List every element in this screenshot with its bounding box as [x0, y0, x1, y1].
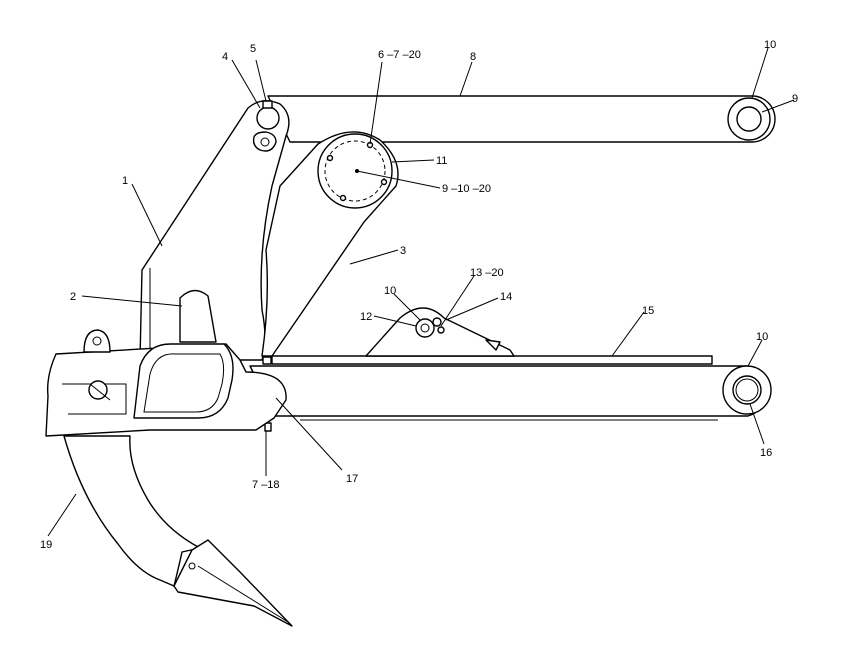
leader-1 — [131, 183, 163, 247]
beam-top-plate-15 — [271, 355, 713, 365]
disc-bolt — [380, 178, 388, 186]
leader-9-10-20 — [356, 170, 441, 189]
tip-edge — [197, 565, 289, 623]
callout-10-lower: 10 — [756, 331, 768, 343]
leader-5 — [255, 59, 267, 102]
shank-top-2 — [179, 289, 217, 343]
grease-fitting-18 — [264, 422, 272, 432]
leader-13-20 — [440, 275, 475, 327]
lock-5 — [262, 100, 273, 109]
callout-16: 16 — [760, 447, 772, 459]
callout-3: 3 — [400, 245, 406, 257]
shank-pocket-outer — [133, 343, 234, 419]
callout-15: 15 — [642, 305, 654, 317]
pin-16-inner — [735, 378, 759, 402]
bolt-13 — [437, 326, 445, 334]
shank-pin-arm — [89, 383, 111, 401]
leader-17 — [275, 397, 343, 471]
callout-6-7-20: 6 –7 –20 — [378, 49, 421, 61]
leader-3 — [349, 249, 399, 265]
pin-keeper — [252, 131, 277, 152]
callout-10-top: 10 — [764, 39, 776, 51]
pin-4 — [256, 106, 280, 130]
mount-ear — [83, 329, 111, 353]
grease-fitting-7 — [262, 356, 272, 365]
pin-16 — [732, 375, 762, 405]
leader-16 — [749, 403, 765, 445]
leader-9-top — [761, 99, 795, 113]
callout-11: 11 — [436, 155, 447, 167]
tilt-disc-bolt-circle — [324, 140, 386, 202]
leader-6-7-20 — [369, 61, 383, 145]
callout-10-mid: 10 — [384, 285, 396, 297]
disc-bolt — [339, 194, 347, 202]
callout-17: 17 — [346, 473, 358, 485]
callout-13-20: 13 –20 — [470, 267, 504, 279]
callout-5: 5 — [250, 43, 256, 55]
leader-10-top — [751, 47, 769, 99]
ripper-tip — [173, 539, 293, 627]
leader-12 — [373, 315, 417, 327]
leader-11 — [391, 159, 435, 163]
callout-9-10-20: 9 –10 –20 — [442, 183, 491, 195]
lower-beam — [249, 365, 768, 417]
upper-link-8 — [267, 95, 776, 143]
leader-10-lower — [747, 339, 763, 367]
callout-2: 2 — [70, 291, 76, 303]
leader-4 — [231, 59, 261, 109]
callout-9-top: 9 — [792, 93, 798, 105]
tip-retainer — [188, 562, 196, 570]
shank-pocket-inner — [143, 353, 225, 413]
pin-12-inner — [420, 323, 430, 333]
washer-10 — [432, 317, 442, 327]
callout-12: 12 — [360, 311, 372, 323]
pin-12 — [415, 318, 435, 338]
pin-keeper-hole — [260, 137, 270, 147]
callout-4: 4 — [222, 51, 228, 63]
leader-15 — [611, 311, 645, 357]
callout-19: 19 — [40, 539, 52, 551]
leader-14 — [445, 297, 499, 321]
pin-9 — [736, 106, 762, 132]
callout-7-18: 7 –18 — [252, 479, 280, 491]
leader-19 — [47, 493, 77, 537]
leader-8 — [459, 61, 473, 97]
bracket-slot — [485, 339, 501, 351]
callout-8: 8 — [470, 51, 476, 63]
leader-10-mid — [393, 293, 421, 321]
callout-1: 1 — [122, 175, 128, 187]
callout-14: 14 — [500, 291, 512, 303]
leader-2 — [81, 295, 183, 307]
shank-19 — [63, 435, 201, 587]
mount-ear-hole — [92, 336, 102, 346]
disc-bolt — [326, 154, 334, 162]
